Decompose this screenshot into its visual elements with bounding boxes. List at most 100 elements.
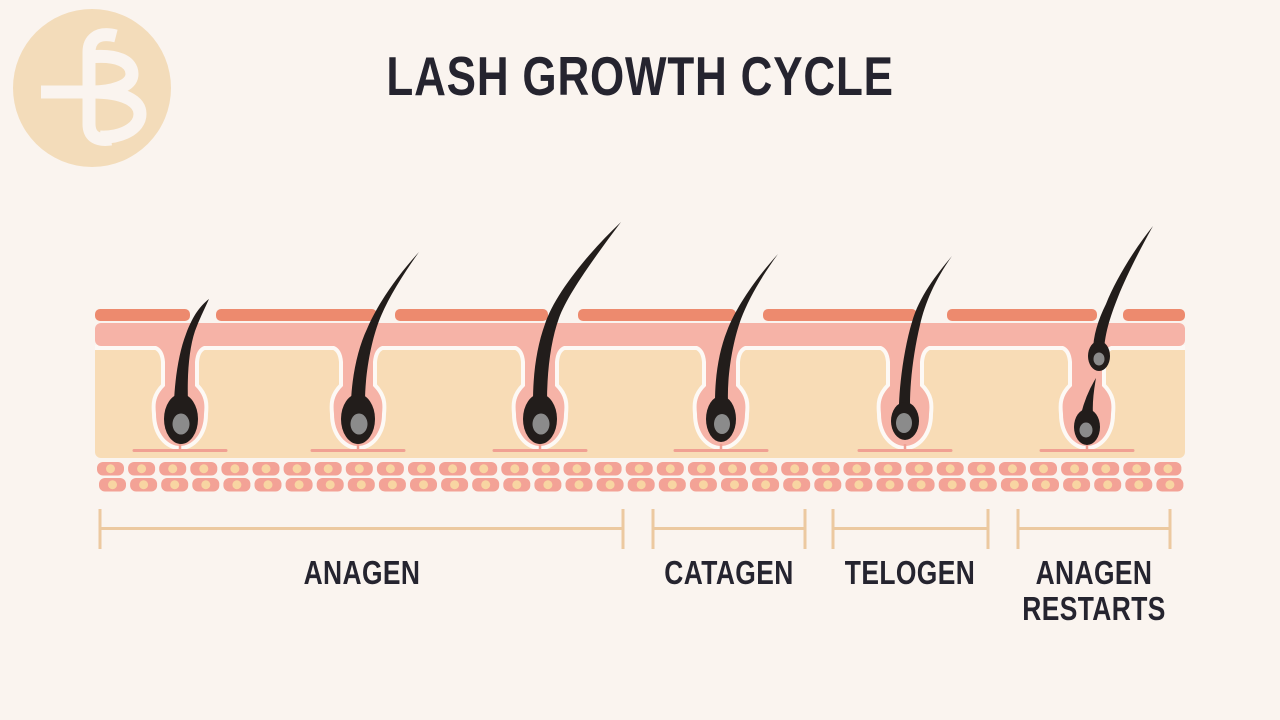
- cell-nucleus-dot: [603, 464, 613, 474]
- cell-nucleus-dot: [419, 480, 428, 490]
- cell-nucleus-dot: [634, 464, 644, 474]
- cell-nucleus-dot: [1007, 464, 1017, 474]
- lash-hair-4: [706, 254, 778, 442]
- hair-root-papilla: [532, 413, 550, 435]
- cell-nucleus-dot: [292, 464, 302, 474]
- cell-nucleus-dot: [510, 464, 520, 474]
- stage-label-4: ANAGEN RESTARTS: [1022, 554, 1166, 627]
- cell-nucleus-dot: [792, 480, 802, 490]
- stage-label-3: TELOGEN: [844, 554, 976, 591]
- cell-nucleus-dot: [1101, 464, 1111, 474]
- stage-bracket-1: [98, 509, 625, 549]
- cell-nucleus-dot: [730, 480, 739, 490]
- cell-nucleus-dot: [168, 464, 178, 474]
- cell-nucleus-dot: [139, 480, 149, 490]
- cell-nucleus-dot: [761, 480, 771, 490]
- cell-nucleus-dot: [574, 480, 584, 490]
- skin-surface-layer: [95, 309, 1185, 321]
- surface-segment: [1123, 309, 1185, 321]
- cell-nucleus-dot: [448, 464, 458, 474]
- cell-nucleus-dot: [916, 480, 926, 490]
- lash-hair-6: [1088, 226, 1153, 371]
- hair-shaft: [899, 256, 952, 404]
- cell-nucleus-dot: [356, 480, 366, 490]
- cell-nucleus-dot: [417, 464, 426, 474]
- cell-nucleus-dot: [1134, 480, 1144, 490]
- cell-nucleus-dot: [885, 480, 895, 490]
- hair-root-papilla: [714, 414, 730, 434]
- cell-nucleus-dot: [170, 480, 180, 490]
- cell-nucleus-dot: [1039, 464, 1048, 474]
- hair-shaft: [1093, 226, 1153, 354]
- cell-nucleus-dot: [354, 464, 364, 474]
- stage-bracket-2: [651, 509, 807, 549]
- cell-nucleus-dot: [1041, 480, 1050, 490]
- cell-nucleus-dot: [665, 464, 675, 474]
- hair-root-papilla: [1079, 422, 1093, 438]
- cell-nucleus-dot: [978, 480, 988, 490]
- cell-nucleus-dot: [481, 480, 491, 490]
- cell-nucleus-dot: [728, 464, 737, 474]
- lash-hair-1: [164, 299, 209, 444]
- cell-nucleus-dot: [201, 480, 211, 490]
- basal-cell-layer: [97, 462, 1184, 492]
- cell-nucleus-dot: [294, 480, 304, 490]
- brand-logo: [13, 9, 171, 167]
- cell-nucleus-dot: [821, 464, 831, 474]
- surface-segment: [947, 309, 1097, 321]
- cell-nucleus-dot: [572, 464, 582, 474]
- hair-shaft: [1081, 378, 1096, 414]
- lash-hair-3: [523, 222, 621, 444]
- cell-nucleus-dot: [1163, 464, 1173, 474]
- hair-shaft: [174, 299, 209, 402]
- lash-hair-6: [1074, 378, 1100, 445]
- hair-root-papilla: [896, 413, 912, 433]
- hair-shaft: [351, 252, 419, 402]
- cell-nucleus-dot: [945, 464, 955, 474]
- lash-hair-2: [341, 252, 419, 444]
- cell-nucleus-dot: [1165, 480, 1175, 490]
- surface-segment: [95, 309, 190, 321]
- cell-nucleus-dot: [387, 480, 397, 490]
- cell-nucleus-dot: [823, 480, 833, 490]
- surface-segment: [216, 309, 377, 321]
- cell-nucleus-dot: [543, 480, 553, 490]
- cell-nucleus-dot: [479, 464, 489, 474]
- cell-nucleus-dot: [232, 480, 242, 490]
- cell-nucleus-dot: [137, 464, 147, 474]
- skin-cross-section: [95, 222, 1185, 492]
- surface-segment: [395, 309, 548, 321]
- stage-bracket-3: [831, 509, 990, 549]
- cell-nucleus-dot: [263, 480, 273, 490]
- page-title: LASH GROWTH CYCLE: [0, 46, 1280, 106]
- cell-nucleus-dot: [698, 480, 708, 490]
- cell-nucleus-dot: [696, 464, 706, 474]
- cell-nucleus-dot: [323, 464, 333, 474]
- lash-hair-5: [891, 256, 952, 440]
- cell-nucleus-dot: [261, 464, 271, 474]
- surface-segment: [578, 309, 736, 321]
- cell-nucleus-dot: [325, 480, 335, 490]
- hair-root-papilla: [350, 413, 368, 435]
- epidermis-layer: [95, 323, 1185, 346]
- cell-nucleus-dot: [108, 480, 117, 490]
- cell-nucleus-dot: [883, 464, 893, 474]
- cell-nucleus-dot: [385, 464, 395, 474]
- hair-root-papilla: [172, 413, 190, 435]
- cell-nucleus-dot: [947, 480, 957, 490]
- hair-shaft: [715, 254, 778, 402]
- cell-nucleus-dot: [636, 480, 646, 490]
- hair-shaft: [533, 222, 621, 402]
- cell-nucleus-dot: [1103, 480, 1113, 490]
- cell-nucleus-dot: [450, 480, 460, 490]
- cell-nucleus-dot: [1009, 480, 1019, 490]
- hair-root-papilla: [1093, 352, 1105, 366]
- cell-nucleus-dot: [914, 464, 924, 474]
- cell-nucleus-dot: [790, 464, 800, 474]
- cell-nucleus-dot: [605, 480, 615, 490]
- stage-label-2: CATAGEN: [664, 554, 794, 591]
- cell-nucleus-dot: [854, 480, 864, 490]
- stage-label-1: ANAGEN: [303, 554, 421, 591]
- cell-nucleus-dot: [1070, 464, 1080, 474]
